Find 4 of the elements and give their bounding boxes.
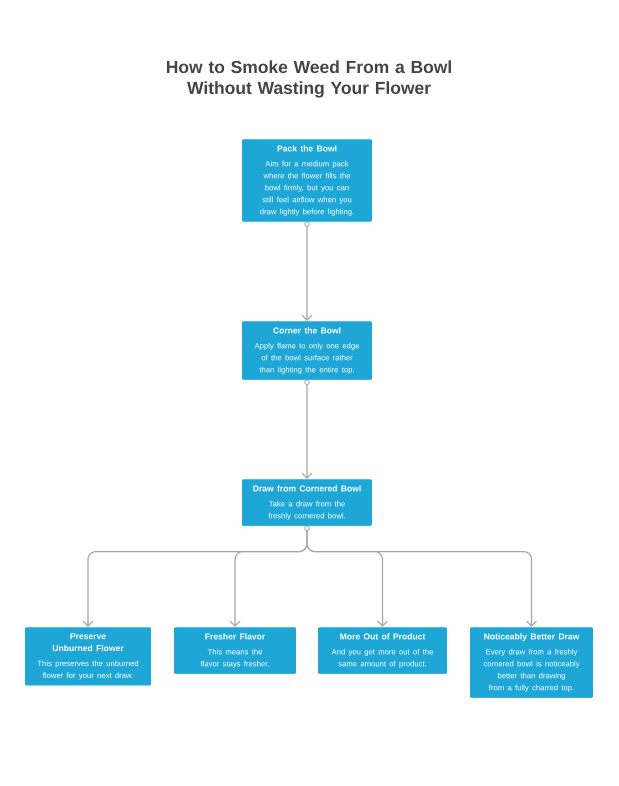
arrow [302, 384, 312, 479]
arrow [302, 226, 312, 321]
title: How to Smoke Weed From a Bowl Without Wasting Your Flower [166, 60, 451, 98]
arrow [306, 530, 537, 627]
